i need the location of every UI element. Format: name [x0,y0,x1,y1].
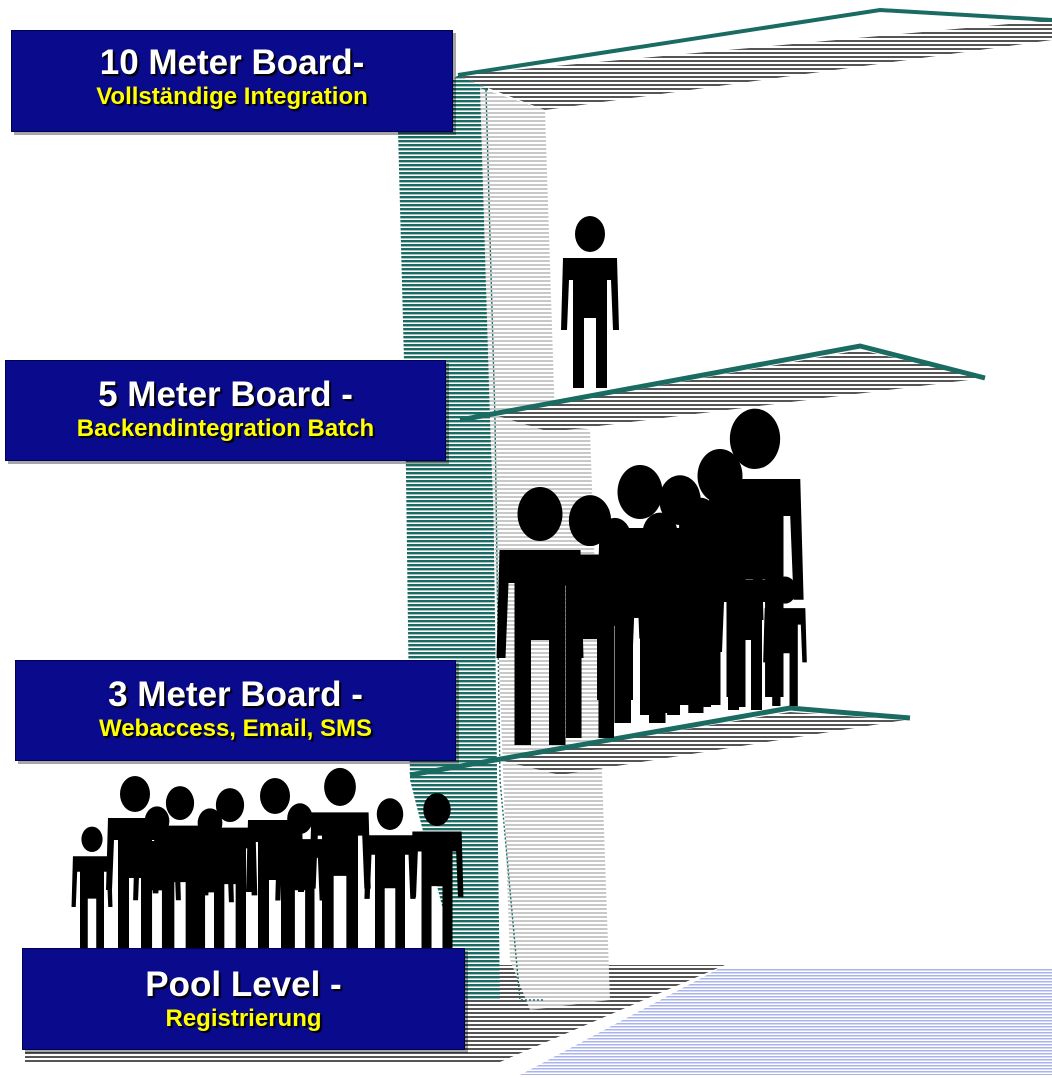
level-10m-label: 10 Meter Board- Vollständige Integration [11,30,453,132]
pool-level-subtitle: Registrierung [23,1005,464,1033]
pool-level-title: Pool Level - [23,965,464,1005]
level-10m-title: 10 Meter Board- [12,43,452,83]
level-5m-title: 5 Meter Board - [6,375,445,415]
pool-level-label: Pool Level - Registrierung [22,948,465,1050]
level-5m-subtitle: Backendintegration Batch [6,415,445,443]
board-10m [458,10,1052,110]
person-5m-1 [561,216,619,388]
level-5m-label: 5 Meter Board - Backendintegration Batch [5,360,446,461]
level-3m-label: 3 Meter Board - Webaccess, Email, SMS [15,660,456,761]
level-3m-subtitle: Webaccess, Email, SMS [16,715,455,743]
level-10m-subtitle: Vollständige Integration [12,83,452,111]
level-3m-title: 3 Meter Board - [16,675,455,715]
person-pool-8 [364,798,415,950]
